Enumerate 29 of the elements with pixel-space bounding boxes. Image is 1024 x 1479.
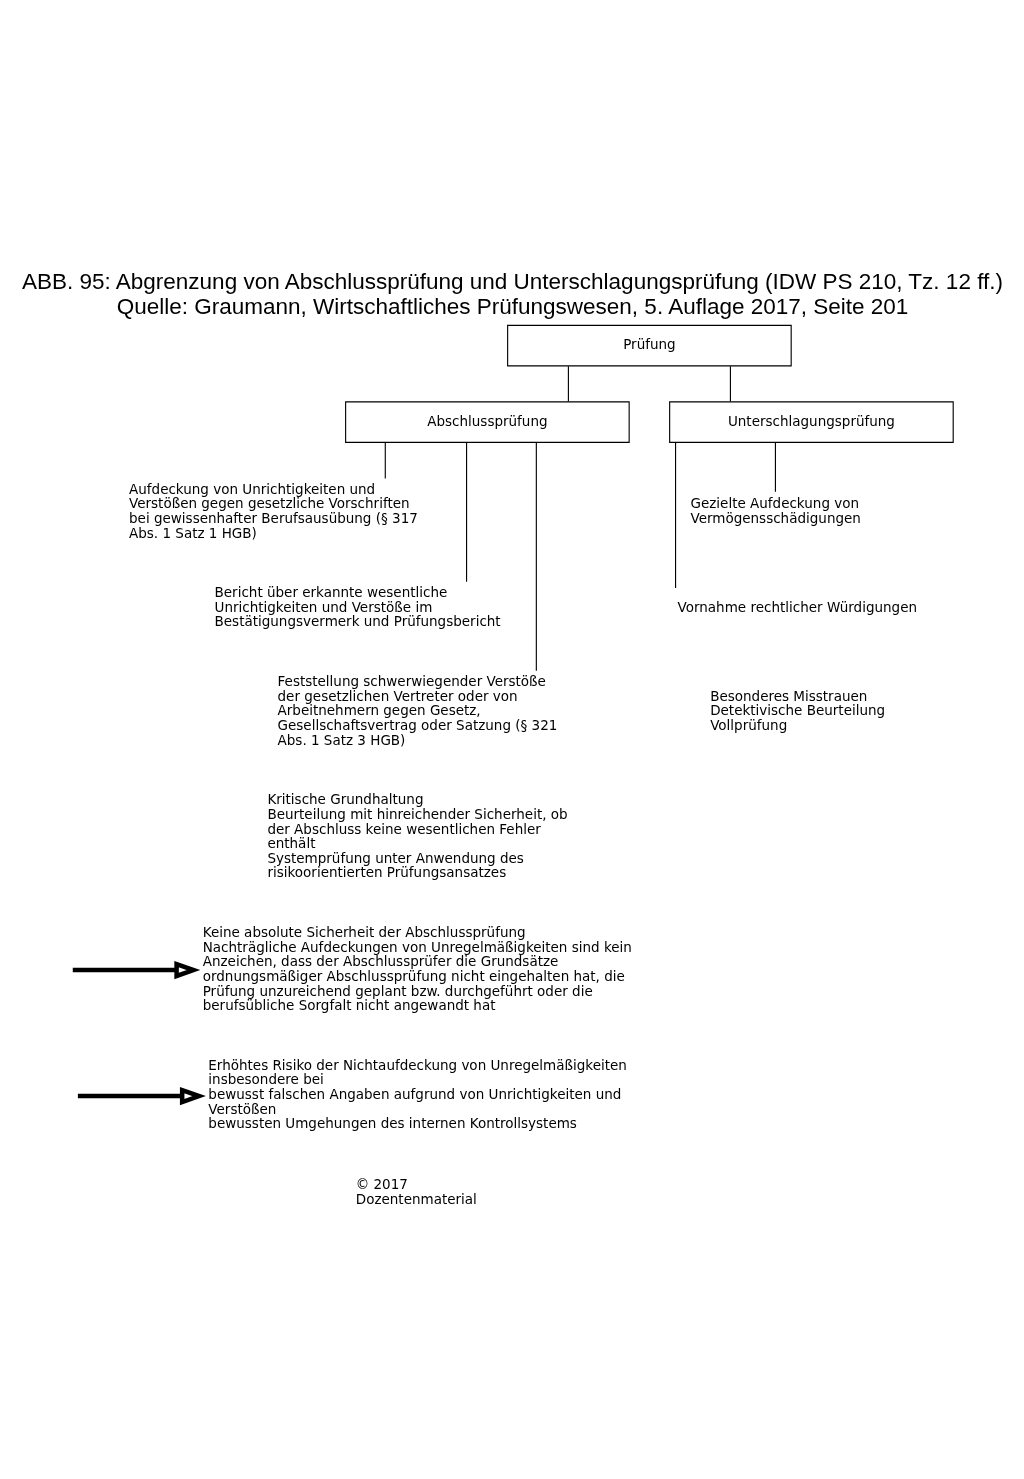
arrow bbox=[72, 960, 200, 979]
node-text: Gezielte Aufdeckung von Vermögensschädigungen bbox=[689, 494, 861, 526]
connector bbox=[674, 441, 676, 589]
connector bbox=[567, 365, 569, 402]
label: Systemprüfung unter Anwendung des risikoorientierten Prüfungsansatzes bbox=[266, 849, 524, 880]
diagram-title: ABB. 95: Abgrenzung von Abschlussprüfung und Unterschlagungsprüfung (IDW PS 210, Tz. 12 ff.) bbox=[21, 268, 1003, 294]
connector bbox=[465, 441, 467, 582]
node-box: Prüfung bbox=[506, 324, 792, 366]
node-box: Unterschlagungsprüfung bbox=[668, 400, 954, 443]
node-text: Aufdeckung von Unrichtigkeiten und Verstößen gegen gesetzliche Vorschriften bei gewissenhafter Berufsausübung (§ 317 Abs. 1 Satz 1 HGB) bbox=[128, 480, 418, 541]
node-text: Vornahme rechtlicher Würdigungen bbox=[677, 598, 917, 615]
arrow bbox=[77, 1086, 206, 1105]
label: Besonderes Misstrauen bbox=[709, 687, 867, 704]
label: Kritische Grundhaltung bbox=[266, 790, 423, 807]
node-text: Bericht über erkannte wesentliche Unrichtigkeiten und Verstöße im Bestätigungsvermerk und Prüfungsbericht bbox=[214, 583, 501, 629]
label: Beurteilung mit hinreichender Sicherheit, ob der Abschluss keine wesentlichen Fehler enthält bbox=[266, 805, 568, 851]
caption: Quelle: Graumann, Wirtschaftliches Prüfungswesen, 5. Auflage 2017, Seite 201 bbox=[116, 293, 908, 319]
label: Detektivische Beurteilung bbox=[709, 701, 885, 718]
node-text: Feststellung schwerwiegender Verstöße der gesetzlichen Vertreter oder von Arbeitnehmern gegen Gesetz, Gesellschaftsvertrag oder Satzung (§ 321 Abs. 1 Satz 3 HGB) bbox=[277, 672, 557, 748]
node-box: Abschlussprüfung bbox=[344, 400, 630, 443]
connector bbox=[729, 365, 731, 402]
connector bbox=[384, 441, 386, 479]
label: Dozentenmaterial bbox=[355, 1190, 477, 1207]
connector bbox=[774, 441, 776, 492]
label: © 2017 bbox=[355, 1175, 408, 1192]
connector bbox=[535, 441, 537, 671]
node-text: Keine absolute Sicherheit der Abschlussprüfung Nachträgliche Aufdeckungen von Unregelmäßigkeiten sind kein Anzeichen, dass der Abschlussprüfer die Grundsätze ordnungsmäßiger Abschlussprüfung nicht eingehalten hat, die Prüfung unzureichend geplant bzw. durchgeführt oder die berufsübliche Sorgfalt nicht angewandt hat bbox=[202, 923, 632, 1013]
label: Vollprüfung bbox=[709, 716, 787, 733]
node-text: Erhöhtes Risiko der Nichtaufdeckung von Unregelmäßigkeiten insbesondere bei bewusst falschen Angaben aufgrund von Unrichtigkeiten und Verstößen bewussten Umgehungen des internen Kontrollsystems bbox=[207, 1056, 627, 1131]
